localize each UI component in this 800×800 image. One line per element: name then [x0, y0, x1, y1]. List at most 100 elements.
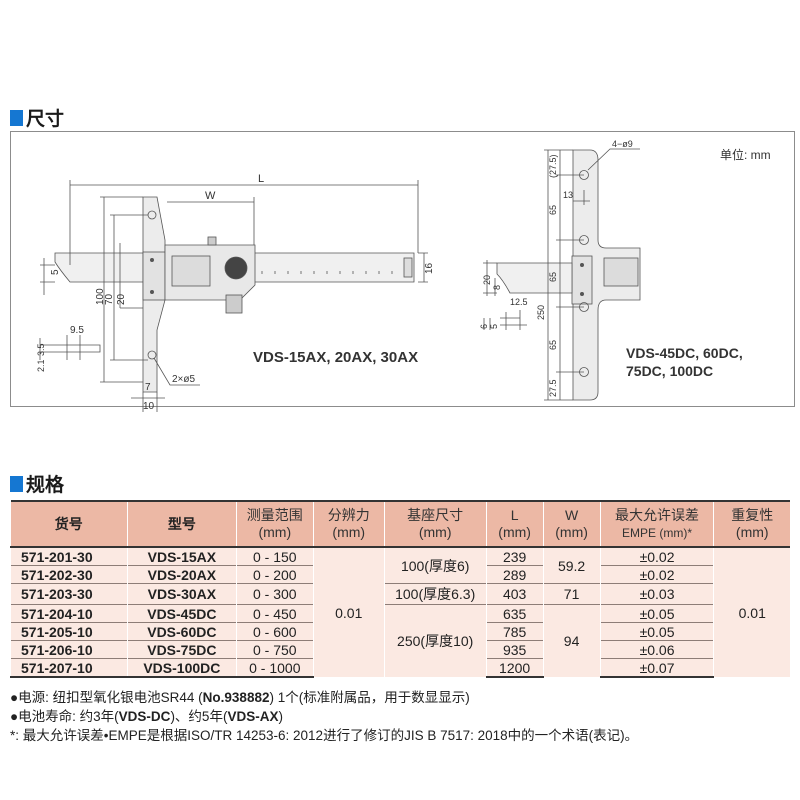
cell-L: 239	[485, 547, 544, 566]
header-L: L(mm)	[485, 501, 544, 548]
table-row: 571-203-30 VDS-30AX 0 - 300 100(厚度6.3) 4…	[10, 583, 791, 605]
dim-label-2-1: 2.1	[36, 359, 46, 372]
cell-range: 0 - 450	[235, 604, 314, 623]
table-row: 571-205-10 VDS-60DC 0 - 600 785 ±0.05	[10, 622, 791, 641]
cell-mpe: ±0.02	[599, 547, 714, 566]
header-code: 货号	[10, 501, 128, 548]
cell-code: 571-204-10	[10, 604, 128, 623]
header-repeatability: 重复性(mm)	[713, 501, 790, 548]
cell-mpe: ±0.05	[599, 622, 714, 641]
cell-mpe: ±0.07	[599, 658, 714, 678]
unit-label: 单位: mm	[720, 147, 771, 162]
cell-code: 571-203-30	[10, 583, 128, 605]
cell-resolution: 0.01	[312, 547, 385, 677]
dim-label-27-5-bottom: 27.5	[548, 379, 558, 397]
dim-label-3-5: 3.5	[36, 343, 46, 356]
cell-range: 0 - 750	[235, 640, 314, 659]
cell-range: 0 - 600	[235, 622, 314, 641]
cell-model: VDS-30AX	[126, 583, 237, 605]
note-footnote: *: 最大允许误差•EMPE是根据ISO/TR 14253-6: 2012进行了…	[10, 728, 639, 743]
cell-mpe: ±0.05	[599, 604, 714, 623]
cell-L: 403	[485, 583, 544, 605]
cell-L: 635	[485, 604, 544, 623]
dim-label-70: 70	[104, 293, 115, 305]
dim-label-250: 250	[536, 305, 546, 320]
cell-range: 0 - 300	[235, 583, 314, 605]
left-caliper-drawing: L W 16 5 100 70 20 7 10 2×ø5 9.5 3.5 2.1…	[36, 173, 435, 412]
table-row: 571-204-10 VDS-45DC 0 - 450 250(厚度10) 63…	[10, 604, 791, 677]
cell-L: 785	[485, 622, 544, 641]
dim-label-27-5-top: (27.5)	[548, 154, 558, 178]
cell-base: 100(厚度6.3)	[383, 583, 487, 605]
cell-code: 571-206-10	[10, 640, 128, 659]
cell-range: 0 - 1000	[235, 658, 314, 678]
cell-model: VDS-20AX	[126, 565, 237, 584]
dim-label-65-b: 65	[548, 272, 558, 282]
dimensions-heading: 尺寸	[10, 104, 64, 131]
dim-label-5-right: 5	[489, 324, 499, 329]
note-power: ●电源: 纽扣型氧化银电池SR44 (No.938882) 1个(标准附属品，用…	[10, 690, 470, 705]
dim-label-65-c: 65	[548, 340, 558, 350]
dim-label-10: 10	[143, 401, 155, 412]
right-drawing-caption-line1: VDS-45DC, 60DC,	[626, 345, 743, 361]
left-drawing-caption: VDS-15AX, 20AX, 30AX	[253, 349, 418, 366]
cell-L: 935	[485, 640, 544, 659]
header-base: 基座尺寸(mm)	[383, 501, 487, 548]
dim-label-4-holes: 4−ø9	[612, 139, 633, 149]
cell-code: 571-207-10	[10, 658, 128, 678]
dim-label-13: 13	[563, 190, 573, 200]
dim-label-5: 5	[50, 269, 61, 275]
dim-label-12-5: 12.5	[510, 297, 528, 307]
dim-label-9-5: 9.5	[70, 325, 84, 336]
table-row: 571-201-30 VDS-15AX 0 - 150 0.01 100(厚度6…	[10, 547, 790, 677]
cell-mpe: ±0.03	[599, 583, 714, 605]
cell-mpe: ±0.02	[599, 565, 714, 584]
section-marker-icon	[10, 109, 23, 126]
dim-label-L: L	[258, 173, 264, 185]
cell-model: VDS-15AX	[126, 547, 237, 566]
cell-L: 289	[485, 565, 544, 584]
notes: ●电源: 纽扣型氧化银电池SR44 (No.938882) 1个(标准附属品，用…	[10, 688, 638, 745]
cell-range: 0 - 150	[235, 547, 314, 566]
spec-title: 规格	[26, 475, 65, 496]
table-row: 571-202-30 VDS-20AX 0 - 200 289 ±0.02	[10, 565, 791, 584]
spec-heading: 规格	[10, 470, 64, 497]
cell-code: 571-202-30	[10, 565, 128, 584]
spec-table: 货号 型号 测量范围(mm) 分辨力(mm) 基座尺寸(mm) L(mm) W(…	[10, 500, 790, 678]
cell-W: 71	[542, 583, 601, 605]
dim-label-20-right: 20	[482, 275, 492, 285]
dim-label-16: 16	[424, 262, 435, 274]
dim-label-8: 8	[492, 285, 502, 290]
cell-code: 571-205-10	[10, 622, 128, 641]
dim-label-W: W	[205, 190, 216, 202]
dimensions-title: 尺寸	[26, 109, 65, 130]
table-row: 571-207-10 VDS-100DC 0 - 1000 1200 ±0.07	[10, 658, 791, 678]
cell-model: VDS-100DC	[126, 658, 237, 678]
cell-W: 94	[542, 604, 601, 677]
dimension-drawings: L W 16 5 100 70 20 7 10 2×ø5 9.5 3.5 2.1…	[36, 139, 771, 412]
cell-range: 0 - 200	[235, 565, 314, 584]
cell-model: VDS-45DC	[126, 604, 237, 623]
cell-model: VDS-75DC	[126, 640, 237, 659]
cell-repeatability: 0.01	[713, 547, 790, 677]
dim-label-20: 20	[116, 293, 127, 305]
right-caliper-drawing: (27.5) 65 65 65 27.5 250 13 4−ø9 20 8 12…	[479, 139, 771, 401]
dim-label-holes: 2×ø5	[172, 374, 196, 385]
table-header-row: 货号 型号 测量范围(mm) 分辨力(mm) 基座尺寸(mm) L(mm) W(…	[10, 501, 790, 548]
header-resolution: 分辨力(mm)	[312, 501, 385, 548]
cell-mpe: ±0.06	[599, 640, 714, 659]
note-battery: ●电池寿命: 约3年(VDS-DC)、约5年(VDS-AX)	[10, 709, 283, 724]
dimension-drawing-panel	[10, 131, 795, 407]
header-range: 测量范围(mm)	[235, 501, 314, 548]
section-marker-icon	[10, 475, 23, 492]
right-drawing-caption-line2: 75DC, 100DC	[626, 363, 713, 379]
cell-model: VDS-60DC	[126, 622, 237, 641]
dim-label-6: 6	[479, 324, 489, 329]
cell-base: 100(厚度6)	[383, 547, 487, 584]
dim-label-65-a: 65	[548, 205, 558, 215]
cell-base: 250(厚度10)	[383, 604, 487, 677]
cell-code: 571-201-30	[10, 547, 128, 566]
cell-L: 1200	[485, 658, 544, 678]
dim-label-7: 7	[145, 382, 151, 393]
